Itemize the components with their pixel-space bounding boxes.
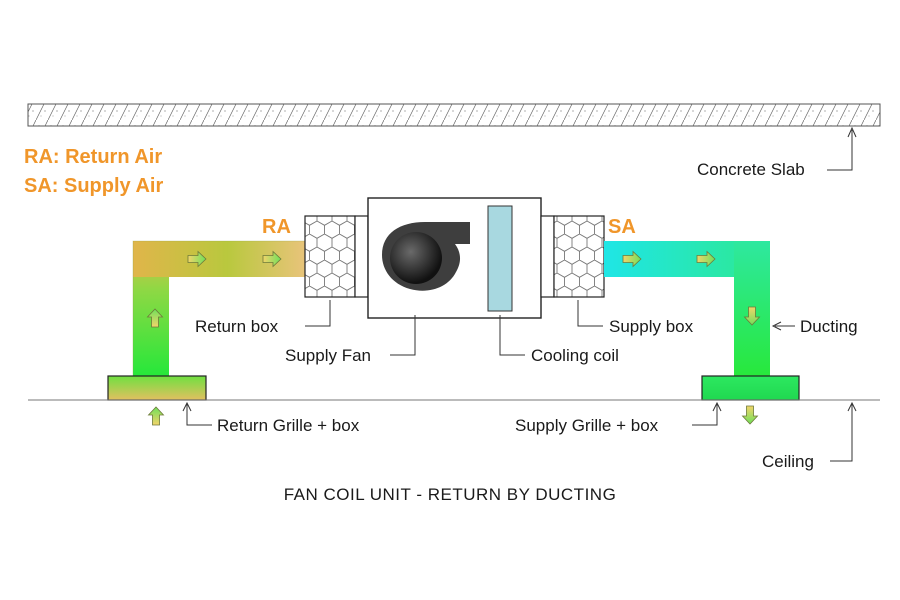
return-box [304,215,356,298]
supply-air-tag: SA [608,216,636,238]
supply-box-label: Supply box [609,317,694,336]
supply-duct [604,241,770,378]
cooling-coil [487,205,513,312]
concrete-slab [27,103,881,127]
concrete-slab-leader [827,130,853,171]
supply-box [553,215,605,298]
return-air-arrow-up [148,406,164,426]
supply-grille-label: Supply Grille + box [515,416,659,435]
legend-supply-air: SA: Supply Air [24,175,163,197]
ceiling-label: Ceiling [762,452,814,471]
cooling-coil-label: Cooling coil [531,346,619,365]
supply-air-arrow-down [742,405,758,425]
diagram-title: FAN COIL UNIT - RETURN BY DUCTING [284,485,617,504]
return-air-tag: RA [262,216,291,238]
supply-fan [382,222,470,291]
return-duct [132,240,305,379]
concrete-slab-label: Concrete Slab [697,160,805,179]
return-grille-box [107,375,207,401]
supply-fan-label: Supply Fan [285,346,371,365]
return-grille-label: Return Grille + box [217,416,360,435]
ducting-label: Ducting [800,317,858,336]
legend-return-air: RA: Return Air [24,146,162,168]
return-box-label: Return box [195,317,279,336]
supply-grille-box [701,375,800,401]
